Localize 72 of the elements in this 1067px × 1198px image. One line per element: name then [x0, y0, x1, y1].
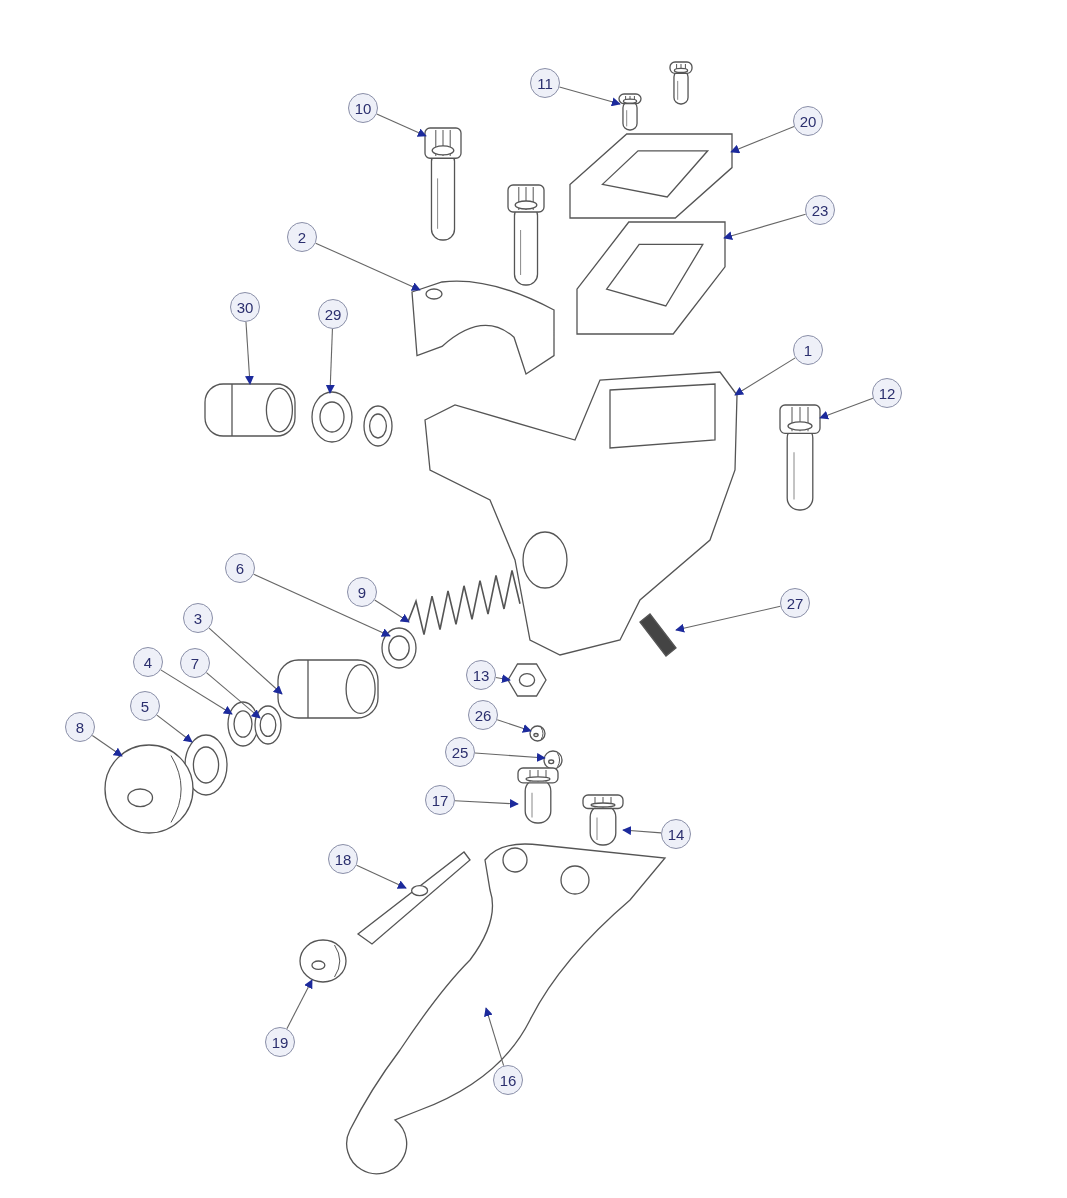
cap-drawing: [104, 744, 194, 834]
leader-line: [286, 979, 313, 1030]
leader-line: [730, 126, 795, 154]
callout-number: 9: [347, 577, 377, 607]
leader-line: [558, 86, 621, 107]
leader-line: [91, 734, 123, 757]
leader-line: [474, 752, 546, 762]
diaphragm-drawing: [576, 221, 726, 335]
callout-number: 4: [133, 647, 163, 677]
callout-number: 27: [780, 588, 810, 618]
callout-number: 23: [805, 195, 835, 225]
grub-screw-drawing: [639, 613, 677, 657]
barrel-nut-drawing: [517, 767, 559, 824]
leader-line: [356, 864, 407, 889]
leader-line: [205, 672, 261, 719]
callout-number: 7: [180, 648, 210, 678]
callout-number: 18: [328, 844, 358, 874]
adjuster-drawing: [299, 939, 347, 983]
leader-line: [484, 1007, 505, 1067]
callout-number: 3: [183, 603, 213, 633]
clamp-drawing: [411, 280, 555, 375]
leader-line: [315, 242, 421, 291]
callout-number: 8: [65, 712, 95, 742]
lever-body-drawing: [424, 371, 738, 656]
callout-number: 12: [872, 378, 902, 408]
leader-line: [376, 113, 427, 137]
washer-drawing: [311, 391, 353, 443]
leader-line: [495, 674, 511, 684]
leader-line: [723, 213, 807, 241]
screw-drawing: [618, 93, 642, 131]
leader-line: [245, 321, 254, 385]
callout-number: 1: [793, 335, 823, 365]
leader-line: [160, 669, 233, 715]
callout-number: 13: [466, 660, 496, 690]
callout-number: 10: [348, 93, 378, 123]
leader-line: [675, 605, 781, 633]
callout-number: 16: [493, 1065, 523, 1095]
callout-number: 6: [225, 553, 255, 583]
bolt-drawing: [779, 404, 821, 511]
leader-line: [622, 826, 662, 836]
washer-drawing: [227, 701, 259, 747]
callout-number: 30: [230, 292, 260, 322]
reservoir-cover-drawing: [569, 133, 733, 219]
leader-line: [208, 627, 283, 695]
spring-drawing: [407, 569, 521, 636]
leader-line: [734, 357, 796, 396]
pivot-pin-drawing: [356, 851, 471, 945]
fitting-drawing: [204, 383, 296, 437]
disc-drawing: [381, 627, 417, 669]
callout-number: 29: [318, 299, 348, 329]
callout-number: 20: [793, 106, 823, 136]
callout-number: 25: [445, 737, 475, 767]
callout-number: 17: [425, 785, 455, 815]
callout-number: 5: [130, 691, 160, 721]
nut-drawing: [507, 663, 547, 697]
leader-line: [496, 719, 532, 733]
leader-line: [374, 599, 410, 623]
seal-ring-drawing: [254, 705, 282, 745]
callout-number: 19: [265, 1027, 295, 1057]
piston-drawing: [277, 659, 379, 719]
leader-line: [454, 799, 519, 809]
callout-number: 14: [661, 819, 691, 849]
leader-line: [819, 397, 874, 420]
leader-line: [156, 714, 193, 743]
callout-number: 11: [530, 68, 560, 98]
ball-drawing: [529, 725, 546, 742]
callout-number: 2: [287, 222, 317, 252]
leader-line: [253, 573, 391, 637]
leader-line: [325, 328, 335, 394]
callout-number: 26: [468, 700, 498, 730]
bolt-drawing: [424, 127, 462, 241]
bushing-drawing: [582, 794, 624, 846]
